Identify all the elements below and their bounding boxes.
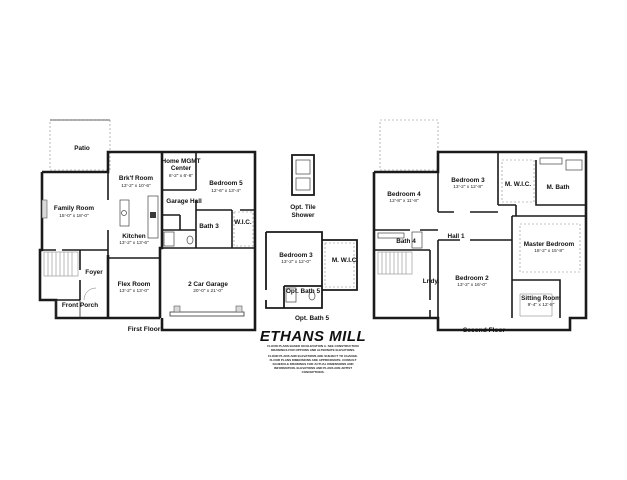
- plan-title: ETHANS MILL: [260, 328, 366, 345]
- room-name: Bedroom 5: [209, 180, 243, 187]
- room-name: W.I.C.: [234, 219, 252, 226]
- room-dim: 13'-2" x 10'-6": [121, 183, 151, 189]
- floor-label: First Floor: [128, 326, 161, 333]
- room-name: Bath 3: [199, 223, 219, 230]
- room-name: Bedroom 2: [455, 275, 489, 282]
- room-name: Lndy.: [423, 278, 440, 285]
- disclaimer-line: FLOOR PLANS AND ELEVATIONS ARE SUBJECT T…: [268, 354, 358, 358]
- mbath-tub: [565, 159, 583, 171]
- room-name: M. Bath: [546, 184, 569, 191]
- room-name: Foyer: [85, 269, 103, 276]
- room-name: Garage Hall: [166, 198, 202, 205]
- garage-steps-2: [235, 305, 243, 313]
- room-name: Opt. Bath 5: [286, 288, 321, 295]
- fireplace: [41, 199, 48, 219]
- second-floor-interior-walls: [374, 152, 586, 318]
- opt-bath5-walls: [265, 231, 358, 309]
- room-dim: 12'-6" x 13'-4": [211, 188, 241, 194]
- second-floor-exterior-wall: [372, 150, 588, 332]
- sink: [121, 210, 127, 216]
- bath4-tub: [411, 231, 423, 249]
- bath4-vanity: [377, 232, 405, 239]
- opt-shower-outline: [291, 154, 315, 196]
- second-floor-stairs: [377, 251, 413, 275]
- room-name: Center: [171, 165, 192, 172]
- first-floor-interior-walls: [42, 152, 255, 301]
- room-dim: 13'-2" x 13'-6": [119, 240, 149, 246]
- disclaimer-line: CONCEPTIONS.: [302, 370, 325, 374]
- garage-steps: [173, 305, 181, 313]
- room-name: Kitchen: [122, 233, 146, 240]
- disclaimer-line: FLOOR PLANS BASED ON ELEVATION A. SEE CO…: [267, 344, 358, 348]
- room-dim: 13'-2" x 12'-8": [453, 184, 483, 190]
- room-name: Patio: [74, 145, 90, 152]
- mbath-vanity: [539, 157, 563, 165]
- open-to-below: [379, 119, 439, 171]
- second-floor-plan: Bedroom 4 12'-8" x 11'-8" Bedroom 3 13'-…: [372, 119, 588, 334]
- room-dim: 15'-0" x 18'-0": [59, 213, 89, 219]
- opt-bath5-toilet: [308, 291, 316, 301]
- wic-shelving: [233, 211, 254, 247]
- room-name: M. W.I.C.: [332, 257, 358, 264]
- room-dim: 9'-4" x 12'-8": [528, 302, 555, 308]
- room-dim: 12'-8" x 11'-8": [389, 198, 418, 204]
- disclaimer-line: DRAWINGS FOR OPTIONS AND ALTERNATE ELEVA…: [271, 348, 355, 352]
- bath3-tub: [163, 231, 175, 247]
- bath3-toilet: [186, 235, 194, 245]
- range: [150, 212, 156, 218]
- front-porch-outline: [55, 300, 81, 318]
- room-name: Flex Room: [118, 281, 151, 288]
- room-name: Front Porch: [62, 302, 98, 309]
- option-plans: Opt. Tile Shower Bedroom 3 13'-2" x 12'-…: [260, 154, 366, 374]
- room-name: Hall 1: [447, 233, 464, 240]
- room-name: Bath 4: [396, 238, 416, 245]
- room-name: Bedroom 3: [279, 252, 313, 259]
- disclaimer-line: FLOOR PLANS DIMENSIONS ARE APPROXIMATE. …: [270, 358, 357, 362]
- room-dim: 13'-2" x 16'-0": [457, 282, 487, 288]
- wic-shelving-2: [501, 159, 535, 203]
- room-dim: 13'-2" x 12'-0": [281, 259, 311, 265]
- opt-wic-shelves: [324, 242, 355, 288]
- room-name: Sitting Room: [521, 295, 561, 302]
- room-name: M. W.I.C.: [505, 181, 531, 188]
- garage-door: [169, 311, 245, 317]
- room-name: Master Bedroom: [524, 241, 575, 248]
- floor-label: Second Floor: [463, 327, 506, 334]
- first-floor-plan: Patio Family Room 15'-0" x 18'-0" Brk'f …: [38, 119, 257, 333]
- room-dim: 20'-0" x 21'-0": [193, 288, 223, 294]
- front-door-swing: [83, 287, 97, 301]
- room-name: Family Room: [54, 205, 94, 212]
- option-caption: Opt. Bath 5: [295, 315, 330, 322]
- room-dim: 13'-2" x 13'-0": [119, 288, 149, 294]
- room-dim: 18'-2" x 15'-8": [534, 248, 564, 254]
- room-name: Home MGMT: [161, 158, 200, 165]
- disclaimer-line: SCHEDULE DRAWINGS FOR ACTUAL DIMENSIONS …: [272, 362, 354, 366]
- room-dim: 8'-2" x 6'-6": [169, 173, 193, 179]
- opt-shower-label: Shower: [291, 212, 315, 219]
- master-tray-ceiling: [519, 223, 581, 273]
- sitting-room-window: [519, 293, 553, 317]
- opt-bath5-tub: [285, 287, 297, 303]
- room-name: Bedroom 3: [451, 177, 485, 184]
- disclaimer-line: INFORMATION. ELEVATIONS AND PLANS ARE AR…: [274, 366, 352, 370]
- opt-shower-pan: [295, 159, 311, 175]
- room-name: 2 Car Garage: [188, 281, 228, 288]
- opt-shower-bench: [295, 177, 311, 191]
- room-name: Bedroom 4: [387, 191, 421, 198]
- opt-shower-label: Opt. Tile: [290, 204, 316, 211]
- first-floor-stairs: [43, 251, 79, 277]
- room-name: Brk'f Room: [119, 175, 154, 182]
